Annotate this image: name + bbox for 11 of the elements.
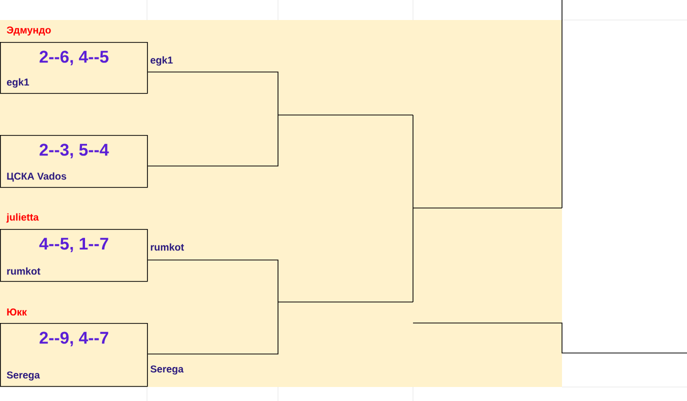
- match-box: Эдмундо 2--6, 4--5 egk1: [0, 26, 148, 94]
- node-label: Юкк: [7, 308, 27, 316]
- bracket-line: [147, 72, 278, 166]
- node-label: julietta: [6, 213, 39, 223]
- node-label: Эдмундо: [6, 26, 51, 36]
- bracket-line: [147, 260, 278, 354]
- match-box: 2--3, 5--4 ЦСКА Vados: [0, 135, 148, 188]
- winner-name: egk1: [150, 56, 173, 66]
- winner-name: rumkot: [150, 243, 184, 251]
- match-box: julietta 4--5, 1--7 rumkot: [0, 213, 148, 282]
- match-box: Юкк 2--9, 4--7 Serega: [0, 308, 148, 387]
